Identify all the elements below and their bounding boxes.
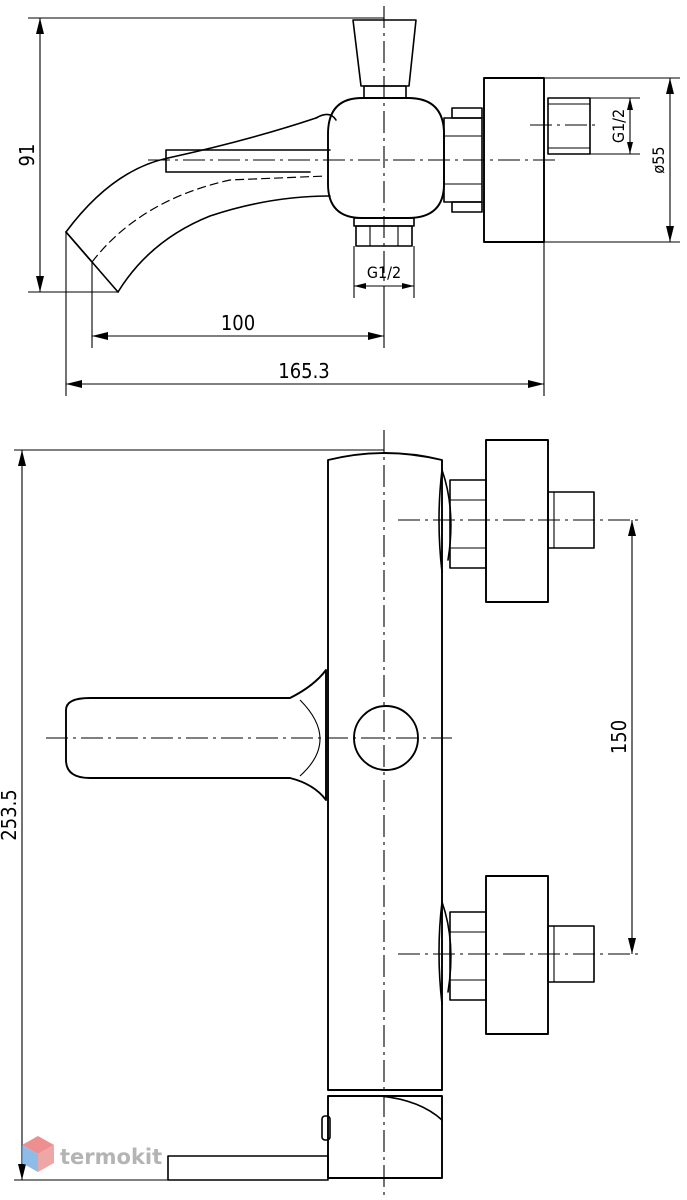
dim-253: 253.5 [0,449,384,1181]
dim-g12-side-label: G1/2 [609,109,628,143]
wall-flange [483,77,545,243]
hex-nut [443,107,483,213]
lever-handle [46,669,452,801]
dim-g12-side: G1/2 [590,97,640,155]
mixer-body [327,97,445,219]
watermark: termokit [22,1136,162,1172]
dim-dia55-label: ø55 [649,146,668,173]
dim-100: 100 [91,262,385,348]
dim-165: 165.3 [65,232,545,396]
dim-dia55: ø55 [544,77,680,243]
spout [65,113,337,293]
lower-inlet [398,875,640,1035]
lever-arm [165,149,331,173]
body-cylinder [327,452,443,1091]
dim-253-label: 253.5 [0,789,21,841]
bottom-outlet [353,217,415,247]
front-view: 253.5 150 [0,430,640,1196]
dim-150: 150 [607,520,636,954]
dim-91-label: 91 [15,144,39,167]
spout-base [167,1095,443,1181]
dim-91: 91 [15,17,384,293]
watermark-text: termokit [60,1145,162,1169]
dim-165-label: 165.3 [278,359,330,383]
dim-100-label: 100 [221,311,255,335]
dim-150-label: 150 [607,720,631,754]
top-view: 91 100 165.3 G1/2 [15,6,680,396]
dim-g12-bottom: G1/2 [353,246,415,298]
dim-g12-bottom-label: G1/2 [367,263,401,282]
eccentric-pin [547,97,591,155]
upper-inlet [398,439,640,603]
cube-logo-icon [22,1136,54,1172]
